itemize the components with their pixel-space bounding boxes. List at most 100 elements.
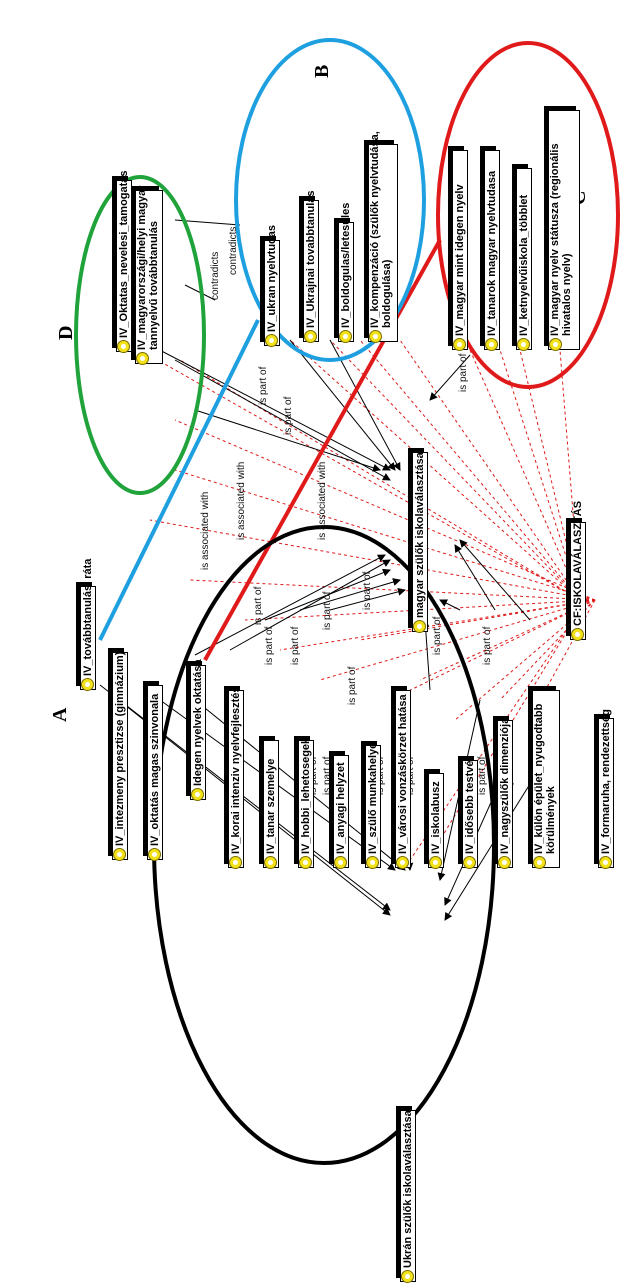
edge-label: is part of <box>482 626 493 665</box>
concept-icon <box>429 856 442 869</box>
node-label: tannyelvű továbbtanulás <box>148 221 160 350</box>
node-label: CF:ISKOLAVÁLASZTÁS <box>571 500 584 626</box>
node-nagyszulok: IV_nagyszülők dimenziója <box>497 718 513 869</box>
node-formaruha: IV_formaruha, rendezettség <box>598 709 614 869</box>
edge-label: is associated with <box>200 492 211 570</box>
node-label: Idegen nyelvek oktatása <box>191 659 204 786</box>
node-tovabbtanulasi: IV_továbbtanulási ráta <box>80 559 96 691</box>
node-label: IV_Ukrajnai tovabbtanulas <box>304 190 317 328</box>
node-magyar-idegen: IV_magyar mint idegen nyelv <box>452 150 468 351</box>
concept-icon <box>265 334 278 347</box>
solid-links <box>99 219 546 921</box>
edge-label: is part of <box>347 666 358 705</box>
edge-label: is part of <box>290 626 301 665</box>
node-label: IV_ukran nyelvtudas <box>265 225 278 332</box>
concept-icon <box>463 856 476 869</box>
concept-icon <box>533 856 546 869</box>
region-a-letter: A <box>49 707 71 722</box>
concept-icon <box>117 340 130 353</box>
region-b-ellipse <box>234 38 426 362</box>
concept-icon <box>148 848 161 861</box>
edge-label: is part of <box>322 591 333 630</box>
node-ukrajnai: IV_Ukrajnai tovabbtanulas <box>303 190 319 343</box>
node-korai-intenziv: IV_korai intenziv nyelvfejlesztés <box>228 686 244 869</box>
concept-icon <box>485 338 498 351</box>
concept-icon <box>339 330 352 343</box>
node-label: IV_magyar mint idegen nyelv <box>453 184 466 336</box>
region-c-ellipse <box>436 41 620 389</box>
node-boldogulas: IV_boldogulas/letesules <box>338 203 354 343</box>
connector-a-c <box>203 239 442 661</box>
node-intezmeny: IV_intezmeny presztizse (gimnázium) <box>112 651 128 861</box>
node-label: Ukrán szülők iskolaválasztása <box>401 1110 414 1268</box>
edge-label: is part of <box>458 353 469 392</box>
node-idegen-nyelvek: Idegen nyelvek oktatása <box>190 659 206 801</box>
node-label: IV_továbbtanulási ráta <box>81 558 94 676</box>
edge-label: is part of <box>362 571 373 610</box>
concept-icon <box>136 352 149 365</box>
edge-label: is part of <box>253 586 264 625</box>
concept-icon <box>299 856 312 869</box>
node-label: hivatalos nyelv) <box>561 253 573 336</box>
node-label: magyar szülők iskolaválasztása <box>413 452 426 618</box>
node-label: IV_városi vonzáskörzet hatása <box>396 694 409 854</box>
concept-icon <box>413 620 426 633</box>
region-d-ellipse <box>74 175 206 495</box>
edge-label: is part of <box>258 366 269 405</box>
node-cf: CF:ISKOLAVÁLASZTÁS <box>570 501 586 641</box>
concept-icon <box>498 856 511 869</box>
node-ukran-nyelvtudas: IV_ukran nyelvtudas <box>264 225 280 347</box>
concept-icon <box>81 678 94 691</box>
node-label: IV_tanarok magyar nyelvtudasa <box>485 170 498 336</box>
concept-icon <box>453 338 466 351</box>
node-label: IV_idősebb testvér <box>463 756 476 854</box>
node-label: IV_ketnyelvűiskola_többlet <box>517 194 530 336</box>
concept-icon <box>113 848 126 861</box>
node-label: IV_anyagi helyzet <box>334 762 347 854</box>
node-label: IV_oktatás magas szinvonala <box>148 693 161 846</box>
node-label: IV_Oktatas_nevelesi_tamogatas <box>117 170 130 338</box>
node-idosebb: IV_idősebb testvér <box>462 756 478 869</box>
node-oktatas-nevelesi: IV_Oktatas_nevelesi_tamogatas <box>116 170 132 353</box>
region-d-letter: D <box>55 326 77 340</box>
node-label: IV_magyarországi/helyi magyar <box>136 185 148 350</box>
edge-label: is part of <box>283 396 294 435</box>
node-label: IV_hobbi_lehetosegek <box>299 737 312 854</box>
node-label: boldogulása) <box>381 259 393 328</box>
node-oktatas-magas: IV_oktatás magas szinvonala <box>147 685 163 861</box>
node-label: IV_boldogulas/letesules <box>339 202 352 328</box>
edge-label: is part of <box>322 756 333 795</box>
concept-icon <box>229 856 242 869</box>
node-ukran-szulok: Ukrán szülők iskolaválasztása <box>400 1110 416 1283</box>
concept-icon <box>517 338 530 351</box>
node-hobbi: IV_hobbi_lehetosegek <box>298 737 314 869</box>
edge-label: is part of <box>432 616 443 655</box>
concept-icon <box>264 856 277 869</box>
concept-icon <box>304 330 317 343</box>
edge-label: contradicts <box>210 252 221 300</box>
node-label: IV_intezmeny presztizse (gimnázium) <box>113 651 126 846</box>
node-ketnyelvu: IV_ketnyelvűiskola_többlet <box>516 168 532 351</box>
node-label: IV_külön épület_nyugodtabb <box>533 703 545 854</box>
node-label: IV_korai intenziv nyelvfejlesztés <box>229 686 242 854</box>
node-tanar-szemelye: IV_tanar szemelye <box>263 740 279 869</box>
concept-icon <box>396 856 409 869</box>
edge-label: is associated with <box>236 462 247 540</box>
concept-icon <box>334 856 347 869</box>
node-kompenzacio: IV_kompenzáció (szülők nyelvtudása,boldo… <box>368 131 398 343</box>
edge-label: is associated with <box>317 462 328 540</box>
connector-a-b <box>98 319 260 641</box>
node-anyagi: IV_anyagi helyzet <box>333 755 349 869</box>
node-label: IV_magyar nyelv státusza (regionális <box>549 143 561 336</box>
concept-icon <box>599 856 612 869</box>
node-label: körülmények <box>545 786 557 854</box>
node-label: IV_szülő munkahelye <box>366 742 379 854</box>
concept-icon <box>549 338 562 351</box>
concept-icon <box>571 628 584 641</box>
node-label: IV_tanar szemelye <box>264 758 277 854</box>
node-label: IV_formaruha, rendezettség <box>599 709 612 854</box>
